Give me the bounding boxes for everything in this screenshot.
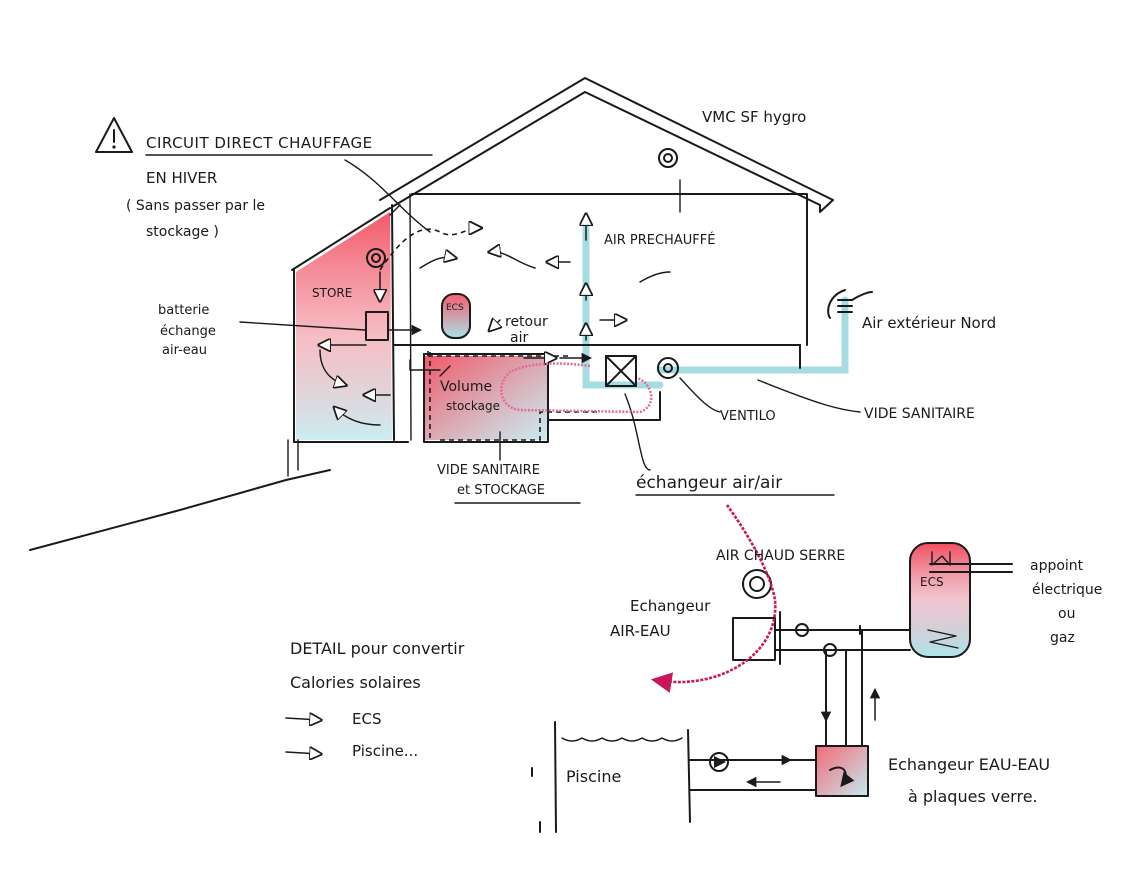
label-piscine: Piscine: [566, 767, 621, 786]
label-en-hiver: EN HIVER: [146, 169, 217, 187]
label-air-prechauffe: AIR PRECHAUFFÉ: [604, 232, 715, 248]
label-echangeur-air-eau-1: Echangeur: [630, 597, 711, 615]
label-detail-2: Calories solaires: [290, 673, 421, 692]
direct-circuit-path: [379, 228, 600, 441]
label-vide-stockage-2: et STOCKAGE: [457, 483, 545, 498]
warning-icon: [95, 117, 133, 153]
flow-arrows: [320, 215, 671, 426]
label-air-exterieur: Air extérieur Nord: [862, 314, 996, 332]
label-batterie-2: échange: [160, 324, 216, 339]
label-appoint-2: électrique: [1032, 582, 1102, 598]
label-vmc: VMC SF hygro: [702, 108, 806, 126]
pink-air-loop: [500, 362, 653, 414]
label-air-chaud-serre: AIR CHAUD SERRE: [716, 548, 845, 564]
pump-icon: [709, 752, 729, 772]
label-store: STORE: [312, 286, 352, 300]
label-appoint-1: appoint: [1030, 558, 1084, 574]
label-echangeur-eau-1: Echangeur EAU-EAU: [888, 755, 1050, 774]
label-batterie-1: batterie: [158, 303, 209, 318]
label-ecs-tank: ECS: [920, 575, 944, 589]
legend-ecs: ECS: [352, 710, 381, 728]
hot-air-arrow: [650, 504, 777, 693]
text-labels: CIRCUIT DIRECT CHAUFFAGE EN HIVER ( Sans…: [126, 108, 1102, 806]
label-volume-1: Volume: [440, 379, 492, 395]
label-vide-sanitaire: VIDE SANITAIRE: [864, 406, 975, 422]
label-ecs-small: ECS: [446, 303, 464, 313]
label-detail-1: DETAIL pour convertir: [290, 639, 465, 658]
leader-lines: [239, 159, 861, 471]
label-echangeur-eau-2: à plaques verre.: [908, 787, 1038, 806]
label-appoint-4: gaz: [1050, 630, 1075, 646]
house-structure: [29, 77, 834, 551]
label-ventilo: VENTILO: [720, 409, 776, 424]
color-fills: [296, 212, 970, 796]
label-echangeur-air-eau-2: AIR-EAU: [610, 622, 671, 640]
label-batterie-3: air-eau: [162, 343, 207, 358]
label-vide-stockage-1: VIDE SANITAIRE: [437, 463, 540, 478]
equipment: [365, 148, 873, 387]
label-retour-2: air: [510, 330, 528, 346]
label-echangeur-air-air: échangeur air/air: [636, 473, 782, 493]
label-appoint-3: ou: [1058, 606, 1075, 622]
label-volume-2: stockage: [446, 399, 500, 413]
label-sans-passer-2: stockage ): [146, 224, 219, 240]
label-circuit-direct: CIRCUIT DIRECT CHAUFFAGE: [146, 134, 373, 152]
label-retour-1: retour: [505, 314, 548, 330]
lower-system: [285, 542, 1013, 833]
legend-piscine: Piscine...: [352, 742, 418, 760]
label-sans-passer-1: ( Sans passer par le: [126, 198, 265, 214]
